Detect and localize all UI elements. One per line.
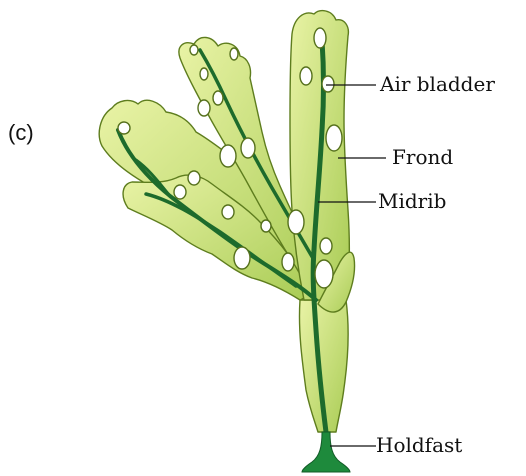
air-bladder	[200, 68, 208, 80]
air-bladder	[320, 238, 332, 254]
callout-air-bladder: Air bladder	[326, 72, 495, 96]
panel-label: (c)	[8, 120, 34, 145]
frond	[99, 11, 354, 432]
air-bladder	[241, 138, 255, 158]
label-frond: Frond	[392, 145, 453, 169]
air-bladder	[234, 247, 250, 269]
air-bladder	[220, 145, 236, 167]
air-bladder	[198, 100, 210, 116]
callout-holdfast: Holdfast	[330, 433, 462, 457]
holdfast	[302, 432, 350, 472]
air-bladder	[326, 125, 342, 151]
label-midrib: Midrib	[378, 189, 446, 213]
air-bladder	[288, 210, 304, 234]
air-bladder	[300, 67, 312, 85]
air-bladder	[261, 220, 271, 232]
air-bladder	[222, 205, 234, 219]
label-air-bladder: Air bladder	[379, 72, 495, 96]
air-bladder	[213, 91, 223, 105]
callout-frond: Frond	[338, 145, 453, 169]
air-bladder	[322, 76, 334, 92]
air-bladder	[190, 45, 198, 55]
air-bladder	[174, 185, 186, 199]
air-bladder	[315, 260, 333, 288]
air-bladder	[188, 171, 200, 185]
air-bladder	[282, 253, 294, 271]
label-holdfast: Holdfast	[376, 433, 462, 457]
air-bladder	[314, 28, 326, 48]
air-bladder	[230, 48, 238, 60]
air-bladder	[118, 122, 130, 134]
